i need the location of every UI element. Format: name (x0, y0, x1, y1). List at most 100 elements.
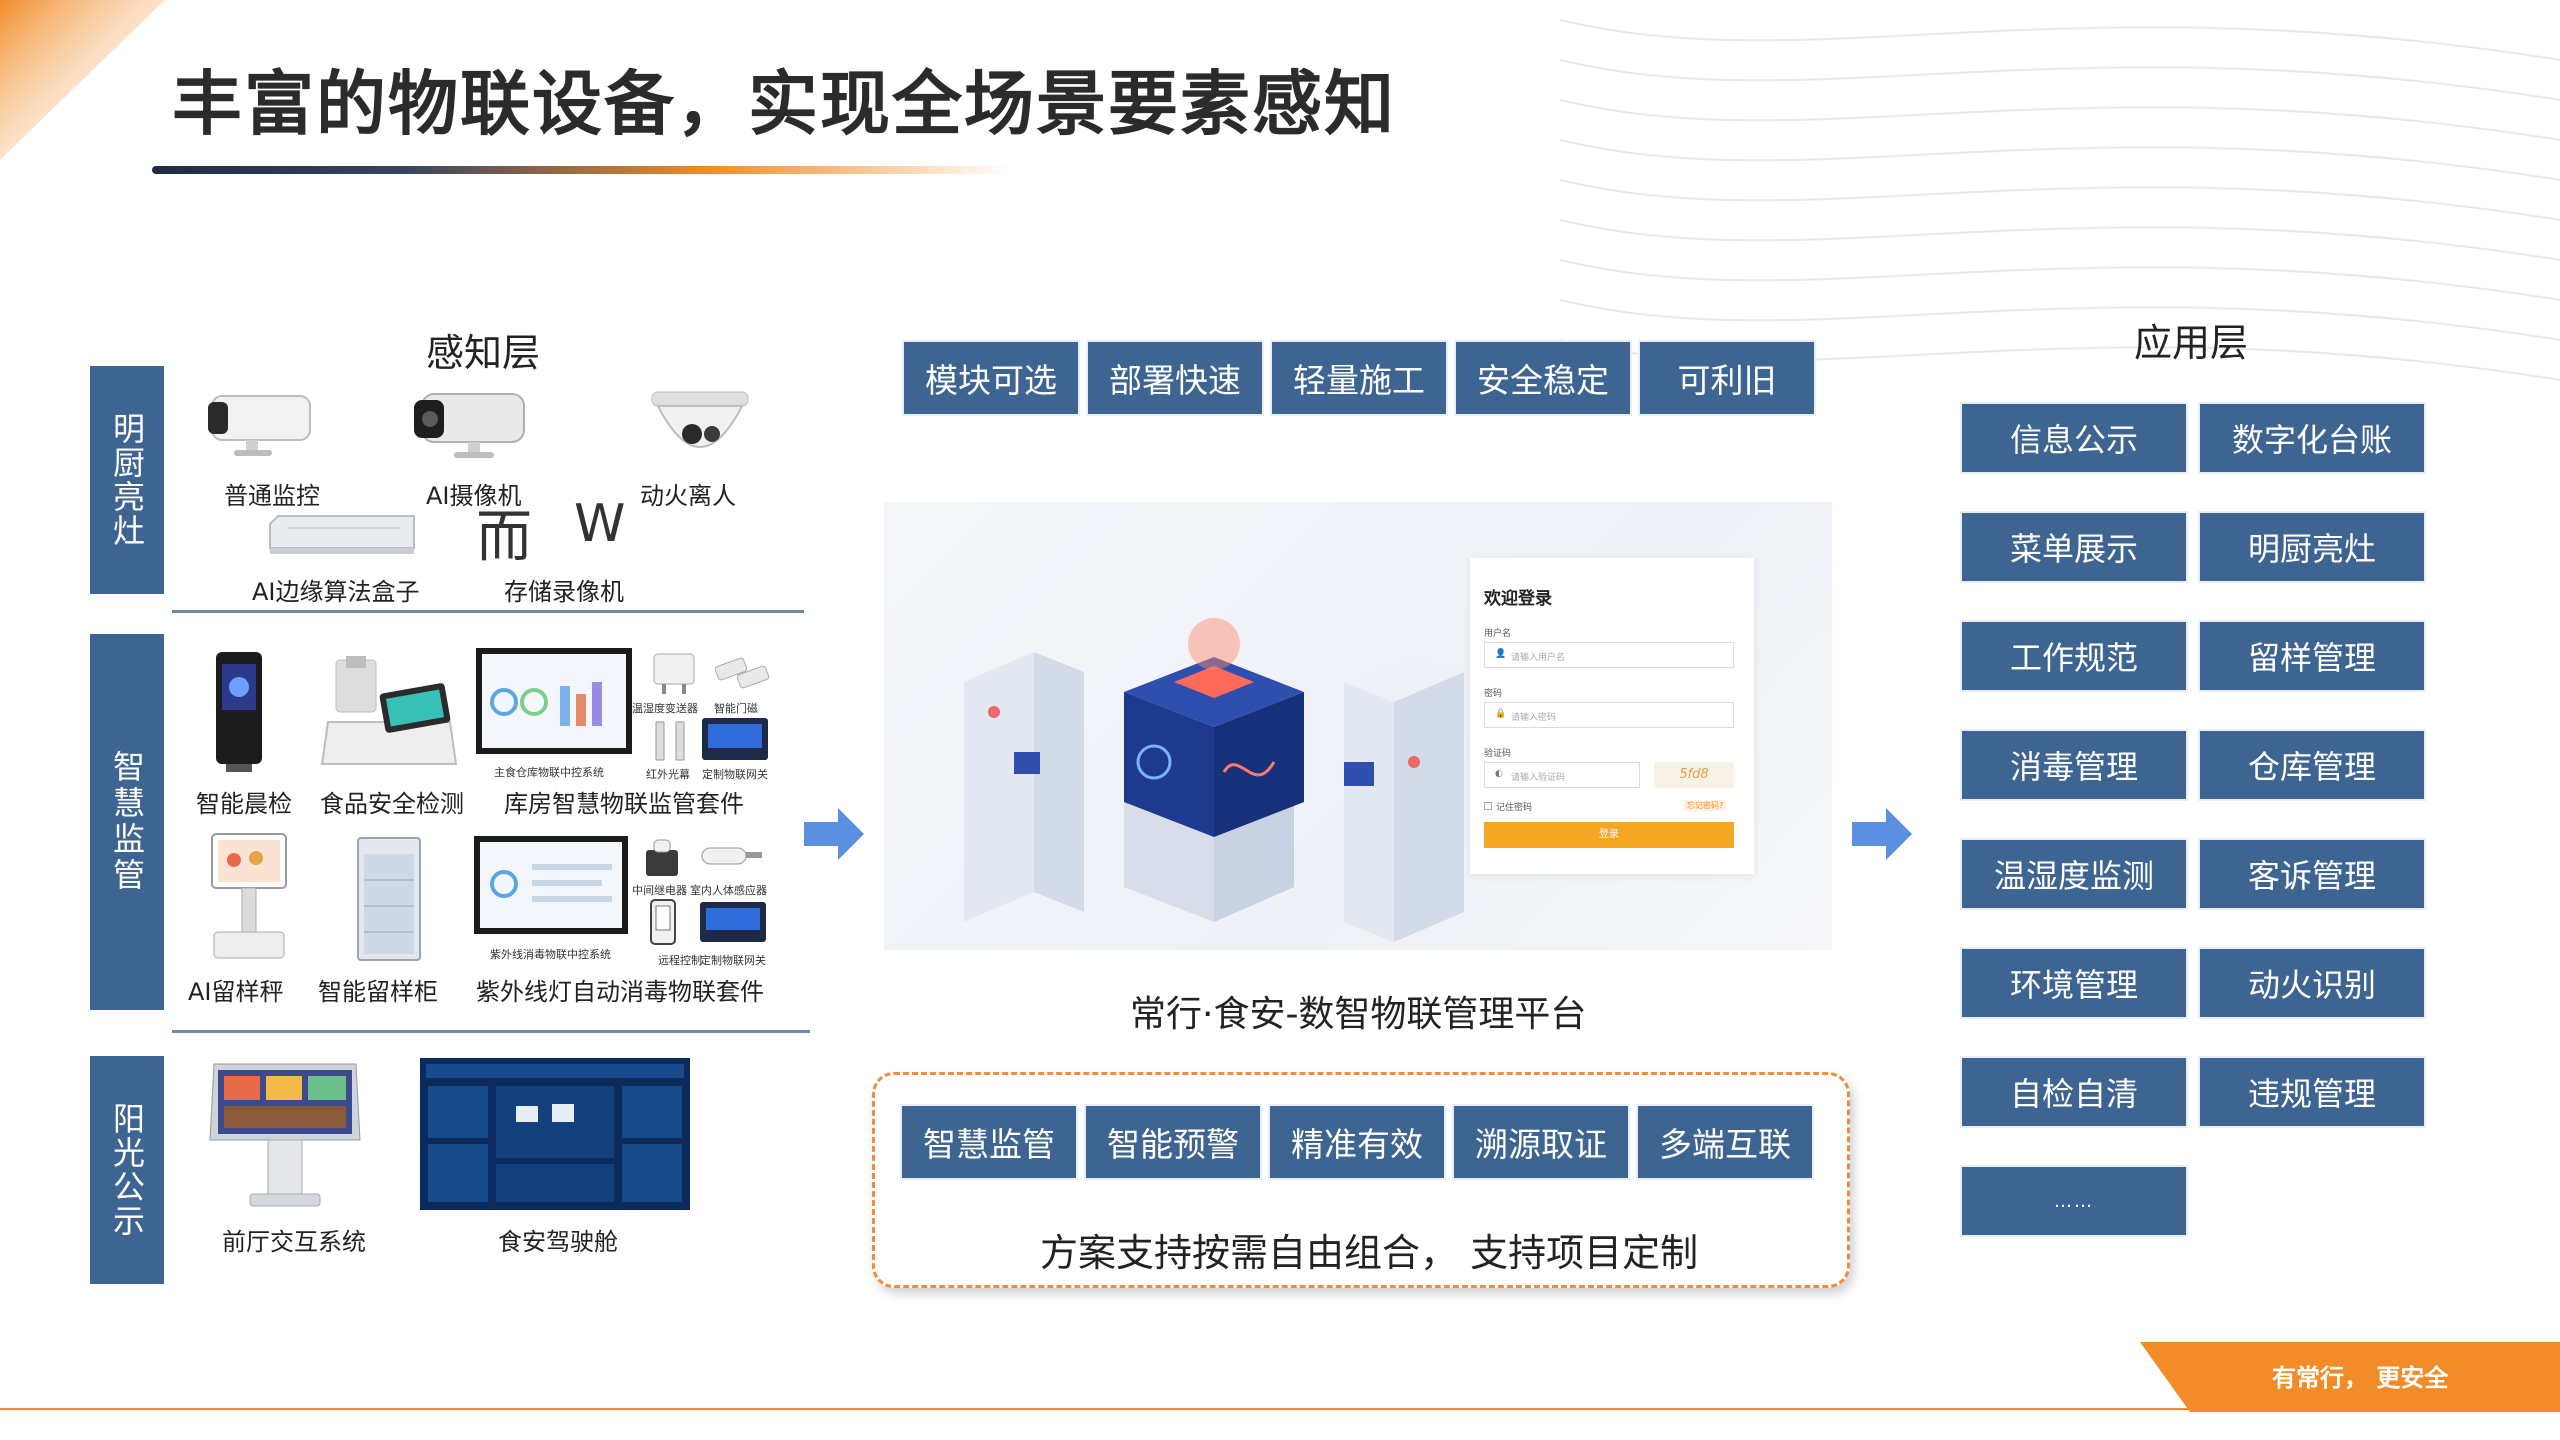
small-label: 主食仓库物联中控系统 (494, 766, 604, 779)
username-input[interactable]: 👤 请输入用户名 (1484, 642, 1734, 668)
app-item: 动火识别 (2198, 947, 2426, 1019)
temperature-sensor-icon (653, 653, 695, 694)
perception-heading: 感知层 (426, 331, 541, 375)
app-item: 菜单展示 (1960, 511, 2188, 583)
page-title: 丰富的物联设备，实现全场景要素感知 (172, 63, 1396, 145)
small-label: 定制物联网关 (700, 954, 766, 967)
ai-sample-scale-icon (211, 833, 287, 959)
small-label: 红外光幕 (646, 768, 690, 781)
forgot-link[interactable]: 忘记密码? (1684, 800, 1727, 811)
app-item: 环境管理 (1960, 947, 2188, 1019)
section-tab-public: 阳光公示 (90, 1056, 164, 1284)
app-item: 留样管理 (2198, 620, 2426, 692)
captcha-label: 验证码 (1484, 749, 1512, 759)
iot-gateway-icon (700, 902, 766, 942)
app-item: 温湿度监测 (1960, 838, 2188, 910)
device-label: AI留样秤 (188, 978, 284, 1006)
small-label: 远程控制 (658, 954, 702, 967)
relay-icon (646, 839, 678, 876)
feature-chip: 智能预警 (1084, 1104, 1262, 1180)
stray-glyph: 而 (476, 505, 532, 570)
feature-chip: 智慧监管 (900, 1104, 1078, 1180)
app-item: 仓库管理 (2198, 729, 2426, 801)
username-placeholder: 请输入用户名 (1511, 653, 1566, 663)
bullet-camera-icon (208, 395, 311, 456)
app-item: 工作规范 (1960, 620, 2188, 692)
platform-caption: 常行·食安-数智物联管理平台 (1130, 994, 1587, 1035)
sample-cabinet-icon (357, 837, 421, 961)
food-safety-tester-icon (320, 656, 458, 765)
device-label: 智能留样柜 (318, 978, 438, 1006)
edge-box-icon (269, 515, 415, 554)
password-placeholder: 请输入密码 (1511, 713, 1557, 723)
arrow-right-icon (1852, 808, 1912, 860)
platform-login-screenshot: 欢迎登录 用户名 👤 请输入用户名 密码 🔒 请输入密码 验证码 ◐ 请输入验证… (884, 502, 1832, 950)
app-item: 违规管理 (2198, 1056, 2426, 1128)
captcha-image[interactable]: 5fd8 (1654, 762, 1734, 788)
arrow-right-icon (804, 808, 864, 860)
section-tab-label: 智慧监管 (108, 750, 146, 894)
username-label: 用户名 (1484, 629, 1512, 639)
dome-camera-icon (651, 391, 749, 448)
feature-chip: 可利旧 (1638, 340, 1816, 416)
feature-chip: 轻量施工 (1270, 340, 1448, 416)
app-item: 数字化台账 (2198, 402, 2426, 474)
section-tab-supervision: 智慧监管 (90, 634, 164, 1010)
device-label: 库房智慧物联监管套件 (504, 790, 744, 818)
small-label: 室内人体感应器 (690, 884, 767, 897)
user-icon: 👤 (1495, 649, 1507, 659)
shield-icon: ◐ (1495, 769, 1503, 779)
footer-slogan: 有常行， 更安全 (2272, 1364, 2449, 1392)
stray-glyph: W (574, 494, 626, 554)
combination-caption: 方案支持按需自由组合， 支持项目定制 (1040, 1231, 1699, 1275)
app-item: 信息公示 (1960, 402, 2188, 474)
infrared-curtain-icon (655, 721, 685, 761)
application-heading: 应用层 (2134, 321, 2249, 365)
footer-line (0, 1408, 2560, 1410)
feature-chip: 多端互联 (1636, 1104, 1814, 1180)
morning-check-kiosk-icon (216, 652, 262, 772)
captcha-input[interactable]: ◐ 请输入验证码 (1484, 762, 1640, 788)
uv-monitor-icon (474, 836, 628, 934)
device-label: AI边缘算法盒子 (252, 578, 420, 606)
remember-checkbox[interactable] (1484, 802, 1492, 810)
small-label: 定制物联网关 (702, 768, 768, 781)
device-label: 食品安全检测 (320, 790, 464, 818)
section-tab-label: 阳光公示 (108, 1102, 146, 1238)
feature-chip: 安全稳定 (1454, 340, 1632, 416)
remote-control-icon (650, 899, 676, 945)
feature-chip: 模块可选 (902, 340, 1080, 416)
login-title: 欢迎登录 (1484, 589, 1552, 609)
isometric-illustration (964, 618, 1464, 942)
feature-chip: 部署快速 (1086, 340, 1264, 416)
app-item: 客诉管理 (2198, 838, 2426, 910)
device-label: AI摄像机 (426, 482, 522, 510)
device-label: 前厅交互系统 (222, 1228, 366, 1256)
small-label: 中间继电器 (632, 884, 687, 897)
device-label: 食安驾驶舱 (498, 1228, 618, 1256)
app-item: 消毒管理 (1960, 729, 2188, 801)
password-label: 密码 (1484, 689, 1503, 699)
wave-decoration (1560, 19, 2560, 381)
section-divider (172, 610, 804, 613)
section-divider (172, 1030, 810, 1033)
section-tab-label: 明厨亮灶 (108, 412, 146, 548)
feature-chip: 溯源取证 (1452, 1104, 1630, 1180)
lobby-kiosk-icon (209, 1063, 361, 1207)
warehouse-monitor-icon (476, 648, 632, 754)
login-button[interactable]: 登录 (1484, 822, 1734, 848)
password-input[interactable]: 🔒 请输入密码 (1484, 702, 1734, 728)
device-label: 普通监控 (224, 482, 320, 510)
lock-icon: 🔒 (1495, 709, 1507, 719)
section-tab-kitchen: 明厨亮灶 (90, 366, 164, 594)
title-underline (152, 166, 1012, 174)
small-label: 紫外线消毒物联中控系统 (490, 948, 611, 961)
app-item: 明厨亮灶 (2198, 511, 2426, 583)
app-item: 自检自清 (1960, 1056, 2188, 1128)
corner-decoration (0, 0, 165, 160)
body-sensor-icon (701, 847, 762, 865)
footer-banner (2140, 1342, 2560, 1412)
captcha-placeholder: 请输入验证码 (1511, 773, 1566, 783)
feature-chip: 精准有效 (1268, 1104, 1446, 1180)
cockpit-dashboard-icon (420, 1058, 690, 1210)
